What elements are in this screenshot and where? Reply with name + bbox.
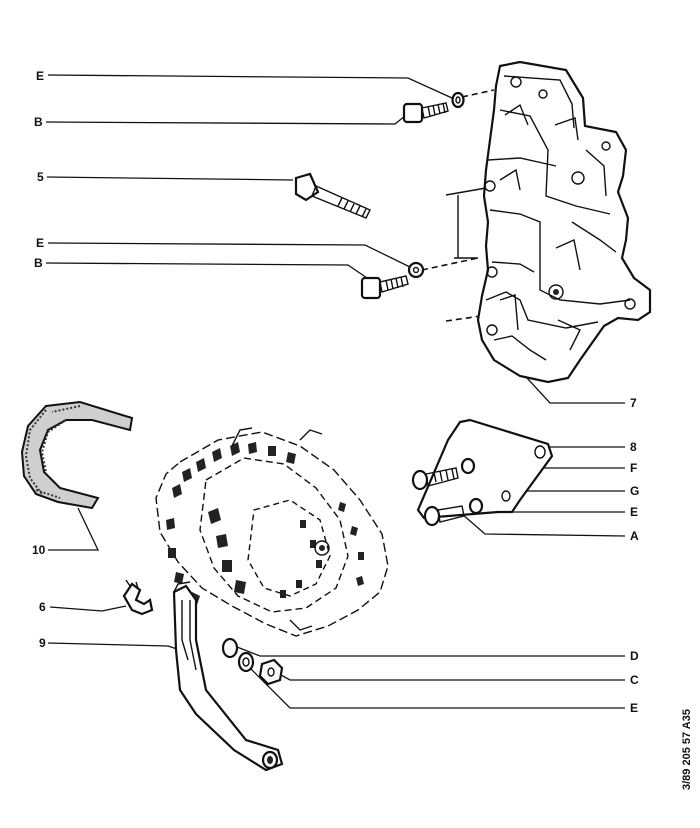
clip-6 xyxy=(122,579,154,616)
callout-g: G xyxy=(630,484,639,498)
nut-c xyxy=(258,658,284,686)
washer-e-top xyxy=(451,91,465,109)
callout-10: 10 xyxy=(32,543,46,557)
bolt-b-top xyxy=(402,102,449,124)
callout-8: 8 xyxy=(630,440,637,454)
bolt-a xyxy=(423,505,465,527)
callout-c: C xyxy=(630,673,639,687)
mounting-bracket xyxy=(476,60,652,384)
washer-g xyxy=(468,497,484,515)
callout-e-top: E xyxy=(36,69,44,83)
reference-number: 3/89 205 57 A35 xyxy=(681,709,693,790)
callout-e-mid: E xyxy=(36,236,44,250)
bolt-5 xyxy=(294,172,371,219)
callout-a: A xyxy=(630,529,639,543)
callout-e-right: E xyxy=(630,505,638,519)
callout-b-mid: B xyxy=(34,256,43,270)
callout-labels: E B 5 E B 7 8 F G E A 10 6 9 D C E xyxy=(32,69,639,715)
washer-f xyxy=(460,457,476,475)
drive-belt xyxy=(20,400,134,510)
callout-5: 5 xyxy=(37,170,44,184)
washer-d xyxy=(221,637,239,659)
tension-arm-9 xyxy=(172,581,284,772)
callout-9: 9 xyxy=(39,636,46,650)
bolt-b-mid xyxy=(360,275,409,300)
alternator xyxy=(155,427,389,637)
washer-e-bottom xyxy=(237,651,255,673)
plate-8 xyxy=(416,418,554,520)
washer-e-mid xyxy=(407,261,425,279)
bolt-upper-plate xyxy=(411,467,459,491)
callout-f: F xyxy=(630,461,637,475)
callout-6: 6 xyxy=(39,600,46,614)
callout-b-top: B xyxy=(34,115,43,129)
callout-e-bottom: E xyxy=(630,701,638,715)
callout-d: D xyxy=(630,649,639,663)
callout-7: 7 xyxy=(630,396,637,410)
